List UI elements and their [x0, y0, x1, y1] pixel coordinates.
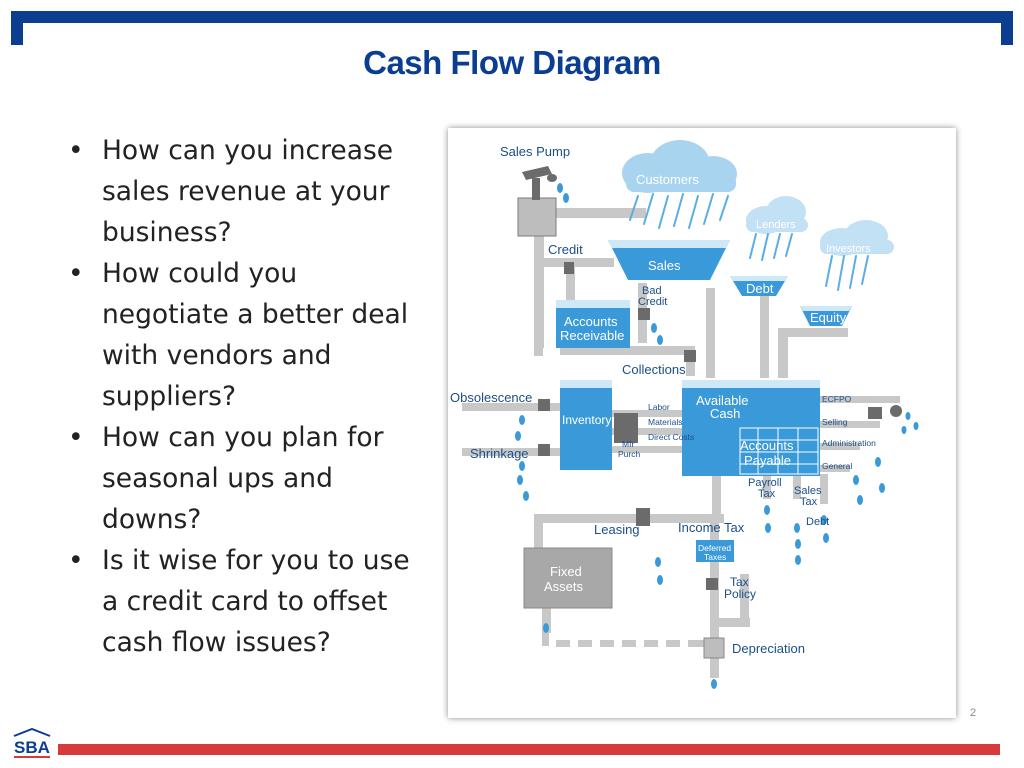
label-shrinkage: Shrinkage	[470, 446, 529, 461]
depreciation-box	[703, 637, 725, 659]
label-fixed-line2: Assets	[544, 579, 584, 594]
sba-logo: SBA	[10, 727, 54, 764]
deferred-taxes-box	[696, 540, 734, 562]
label-labor: Labor	[648, 402, 670, 412]
label-sales: Sales	[648, 258, 681, 273]
label-equity: Equity	[810, 310, 847, 325]
accounts-receivable-tank	[556, 300, 630, 348]
cloud-investors	[820, 220, 894, 256]
question-item: How can you increase sales revenue at yo…	[62, 130, 422, 253]
label-obsolescence: Obsolescence	[450, 390, 532, 405]
label-debt-top: Debt	[746, 281, 774, 296]
label-tax-policy-line2: Policy	[724, 587, 756, 601]
label-ar-line2: Receivable	[560, 328, 624, 343]
label-ar-line1: Accounts	[564, 314, 618, 329]
water-drops	[515, 323, 919, 689]
cash-flow-diagram: Sales Pump Customers Lenders Investors C…	[448, 128, 956, 718]
label-sales-tax-line2: Tax	[800, 496, 818, 508]
page-number: 2	[970, 707, 977, 719]
label-payroll-line1: Payroll	[748, 477, 782, 489]
sales-pump-drops	[557, 183, 569, 203]
question-item: How could you negotiate a better deal wi…	[62, 253, 422, 417]
question-list: How can you increase sales revenue at yo…	[62, 130, 422, 663]
label-ap-line2: Payable	[744, 453, 791, 468]
label-deferred-line2: Taxes	[704, 552, 726, 562]
label-leasing: Leasing	[594, 522, 640, 537]
label-sales-pump: Sales Pump	[500, 144, 570, 159]
label-general: General	[822, 461, 852, 471]
top-accent-bar	[11, 11, 1013, 23]
available-cash-tank	[682, 380, 820, 476]
label-bad-credit-line1: Bad	[642, 285, 662, 297]
label-selling: Selling	[822, 417, 848, 427]
top-accent-left-tick	[11, 11, 23, 45]
label-available-line2: Cash	[710, 406, 740, 421]
inventory-tank	[560, 380, 612, 470]
label-collections: Collections	[622, 362, 686, 377]
bottom-accent-bar	[58, 744, 1000, 755]
sales-basin	[608, 240, 730, 280]
fixed-assets-box	[523, 547, 613, 609]
pipes	[462, 208, 900, 678]
label-investors: Investors	[826, 243, 871, 255]
label-direct-costs: Direct Costs	[648, 432, 694, 442]
label-fixed-line1: Fixed	[550, 564, 582, 579]
label-ecfpo: ECFPO	[822, 394, 852, 404]
label-depreciation: Depreciation	[732, 641, 805, 656]
label-mfr-line1: Mfr	[622, 439, 634, 449]
label-inventory: Inventory	[562, 413, 611, 427]
sba-logo-mark: SBA	[13, 727, 51, 758]
slide-title: Cash Flow Diagram	[363, 44, 661, 81]
debt-basin	[730, 276, 788, 296]
equity-basin	[800, 306, 852, 326]
label-credit: Credit	[548, 242, 583, 257]
label-deferred-line1: Deferred	[698, 543, 731, 553]
label-mfr-line2: Purch	[618, 449, 640, 459]
sales-pump	[517, 166, 557, 237]
cloud-lenders	[746, 196, 808, 234]
label-lenders: Lenders	[756, 219, 796, 231]
label-debt-bottom: Debt	[806, 516, 829, 528]
logo-text: SBA	[14, 738, 50, 757]
cash-flow-diagram-svg: Sales Pump Customers Lenders Investors C…	[450, 140, 919, 689]
label-ap-line1: Accounts	[740, 438, 794, 453]
label-customers: Customers	[636, 172, 699, 187]
label-payroll-line2: Tax	[758, 488, 776, 500]
label-sales-tax-line1: Sales	[794, 485, 822, 497]
label-available-line1: Available	[696, 393, 749, 408]
depreciation-dashes	[542, 628, 710, 647]
question-item: Is it wise for you to use a credit card …	[62, 540, 422, 663]
label-bad-credit-line2: Credit	[638, 296, 667, 308]
label-tax-policy-line1: Tax	[730, 575, 749, 589]
cloud-customers	[622, 140, 737, 193]
label-administration: Administration	[822, 438, 876, 448]
label-materials: Materials	[648, 417, 682, 427]
question-item: How can you plan for seasonal ups and do…	[62, 417, 422, 540]
valves	[538, 262, 902, 590]
rain-streaks	[629, 193, 869, 291]
label-income-tax: Income Tax	[678, 520, 745, 535]
top-accent-right-tick	[1001, 11, 1013, 45]
